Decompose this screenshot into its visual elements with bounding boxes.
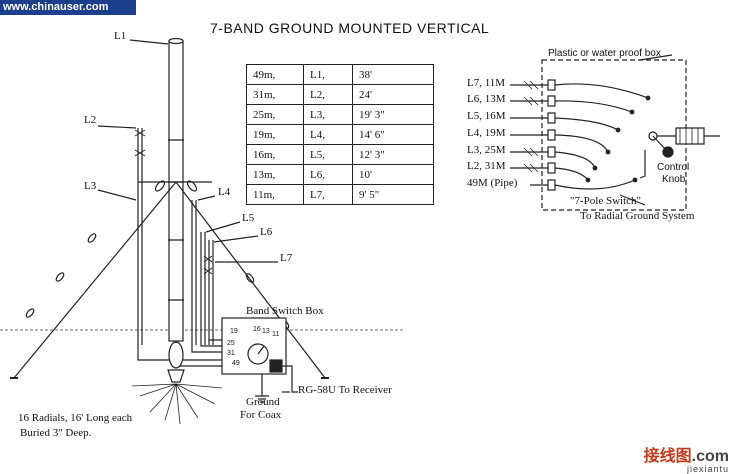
- table-row: 31m,L2,24': [246, 84, 434, 105]
- ground-label: Ground: [246, 396, 280, 408]
- table-row: 13m,L6,10': [246, 164, 434, 185]
- band-switch-box-label: Band Switch Box: [246, 305, 324, 317]
- terminal-l3: L3, 25M: [467, 144, 506, 156]
- label-l4: L4: [218, 186, 231, 198]
- table-row: 19m,L4,14' 6": [246, 124, 434, 145]
- coax-label: RG-58U To Receiver: [298, 384, 392, 396]
- terminal-l5: L5, 16M: [467, 110, 506, 122]
- terminal-l4: L4, 19M: [467, 127, 506, 139]
- element-l5: [200, 232, 206, 345]
- control-knob-label: Control: [657, 162, 690, 173]
- leader-l1: [129, 39, 169, 45]
- label-l5: L5: [242, 212, 255, 224]
- radials-note-line2: Buried 3" Deep.: [20, 427, 92, 439]
- control-knob-label-2: Knob: [662, 174, 686, 185]
- diagram-title: 7-BAND GROUND MOUNTED VERTICAL: [210, 20, 490, 36]
- label-l2: L2: [84, 114, 97, 126]
- radials-note-line1: 16 Radials, 16' Long each: [18, 412, 133, 424]
- label-l6: L6: [260, 226, 273, 238]
- switch-face-19: 19: [230, 328, 238, 335]
- switch-face-31: 31: [227, 350, 235, 357]
- element-l4: [191, 200, 197, 345]
- terminal-l6: L6, 13M: [467, 93, 506, 105]
- label-l1: L1: [114, 30, 127, 42]
- band-length-table: 49m,L1,38' 31m,L2,24' 25m,L3,19' 3" 19m,…: [246, 64, 434, 205]
- element-l6: [208, 240, 214, 345]
- element-l2: [137, 128, 143, 345]
- label-l3: L3: [84, 180, 97, 192]
- main-mast: [168, 40, 184, 342]
- switch-face-25: 25: [227, 340, 235, 347]
- coax-connector: [269, 359, 283, 373]
- ground-radials: [131, 383, 223, 425]
- switch-face-11: 11: [272, 331, 280, 338]
- watermark-bottom: 接线图.com jiexiantu: [643, 448, 729, 474]
- switch-face-49: 49: [232, 360, 240, 367]
- guy-wire-left: [13, 181, 177, 379]
- control-knob: [662, 146, 674, 158]
- switch-face-13: 13: [262, 328, 270, 335]
- table-row: 49m,L1,38': [246, 64, 434, 85]
- guy-wire-right: [175, 181, 326, 379]
- pole-switch-label: "7-Pole Switch": [570, 195, 642, 207]
- table-row: 16m,L5,12' 3": [246, 144, 434, 165]
- switch-terminals-group: [510, 79, 651, 191]
- table-row: 11m,L7,9' 5": [246, 184, 434, 205]
- terminal-pipe: 49M (Pipe): [467, 177, 518, 189]
- box-label: Plastic or water proof box: [548, 48, 661, 59]
- switch-face-16: 16: [253, 326, 261, 333]
- coax-cable: [282, 365, 298, 393]
- watermark-top: www.chinauser.com: [0, 0, 136, 15]
- radial-ground-label: To Radial Ground System: [580, 210, 695, 222]
- terminal-l7: L7, 11M: [467, 77, 506, 89]
- ground-for-coax-label: For Coax: [240, 409, 282, 421]
- table-row: 25m,L3,19' 3": [246, 104, 434, 125]
- label-l7: L7: [280, 252, 293, 264]
- terminal-l2: L2, 31M: [467, 160, 506, 172]
